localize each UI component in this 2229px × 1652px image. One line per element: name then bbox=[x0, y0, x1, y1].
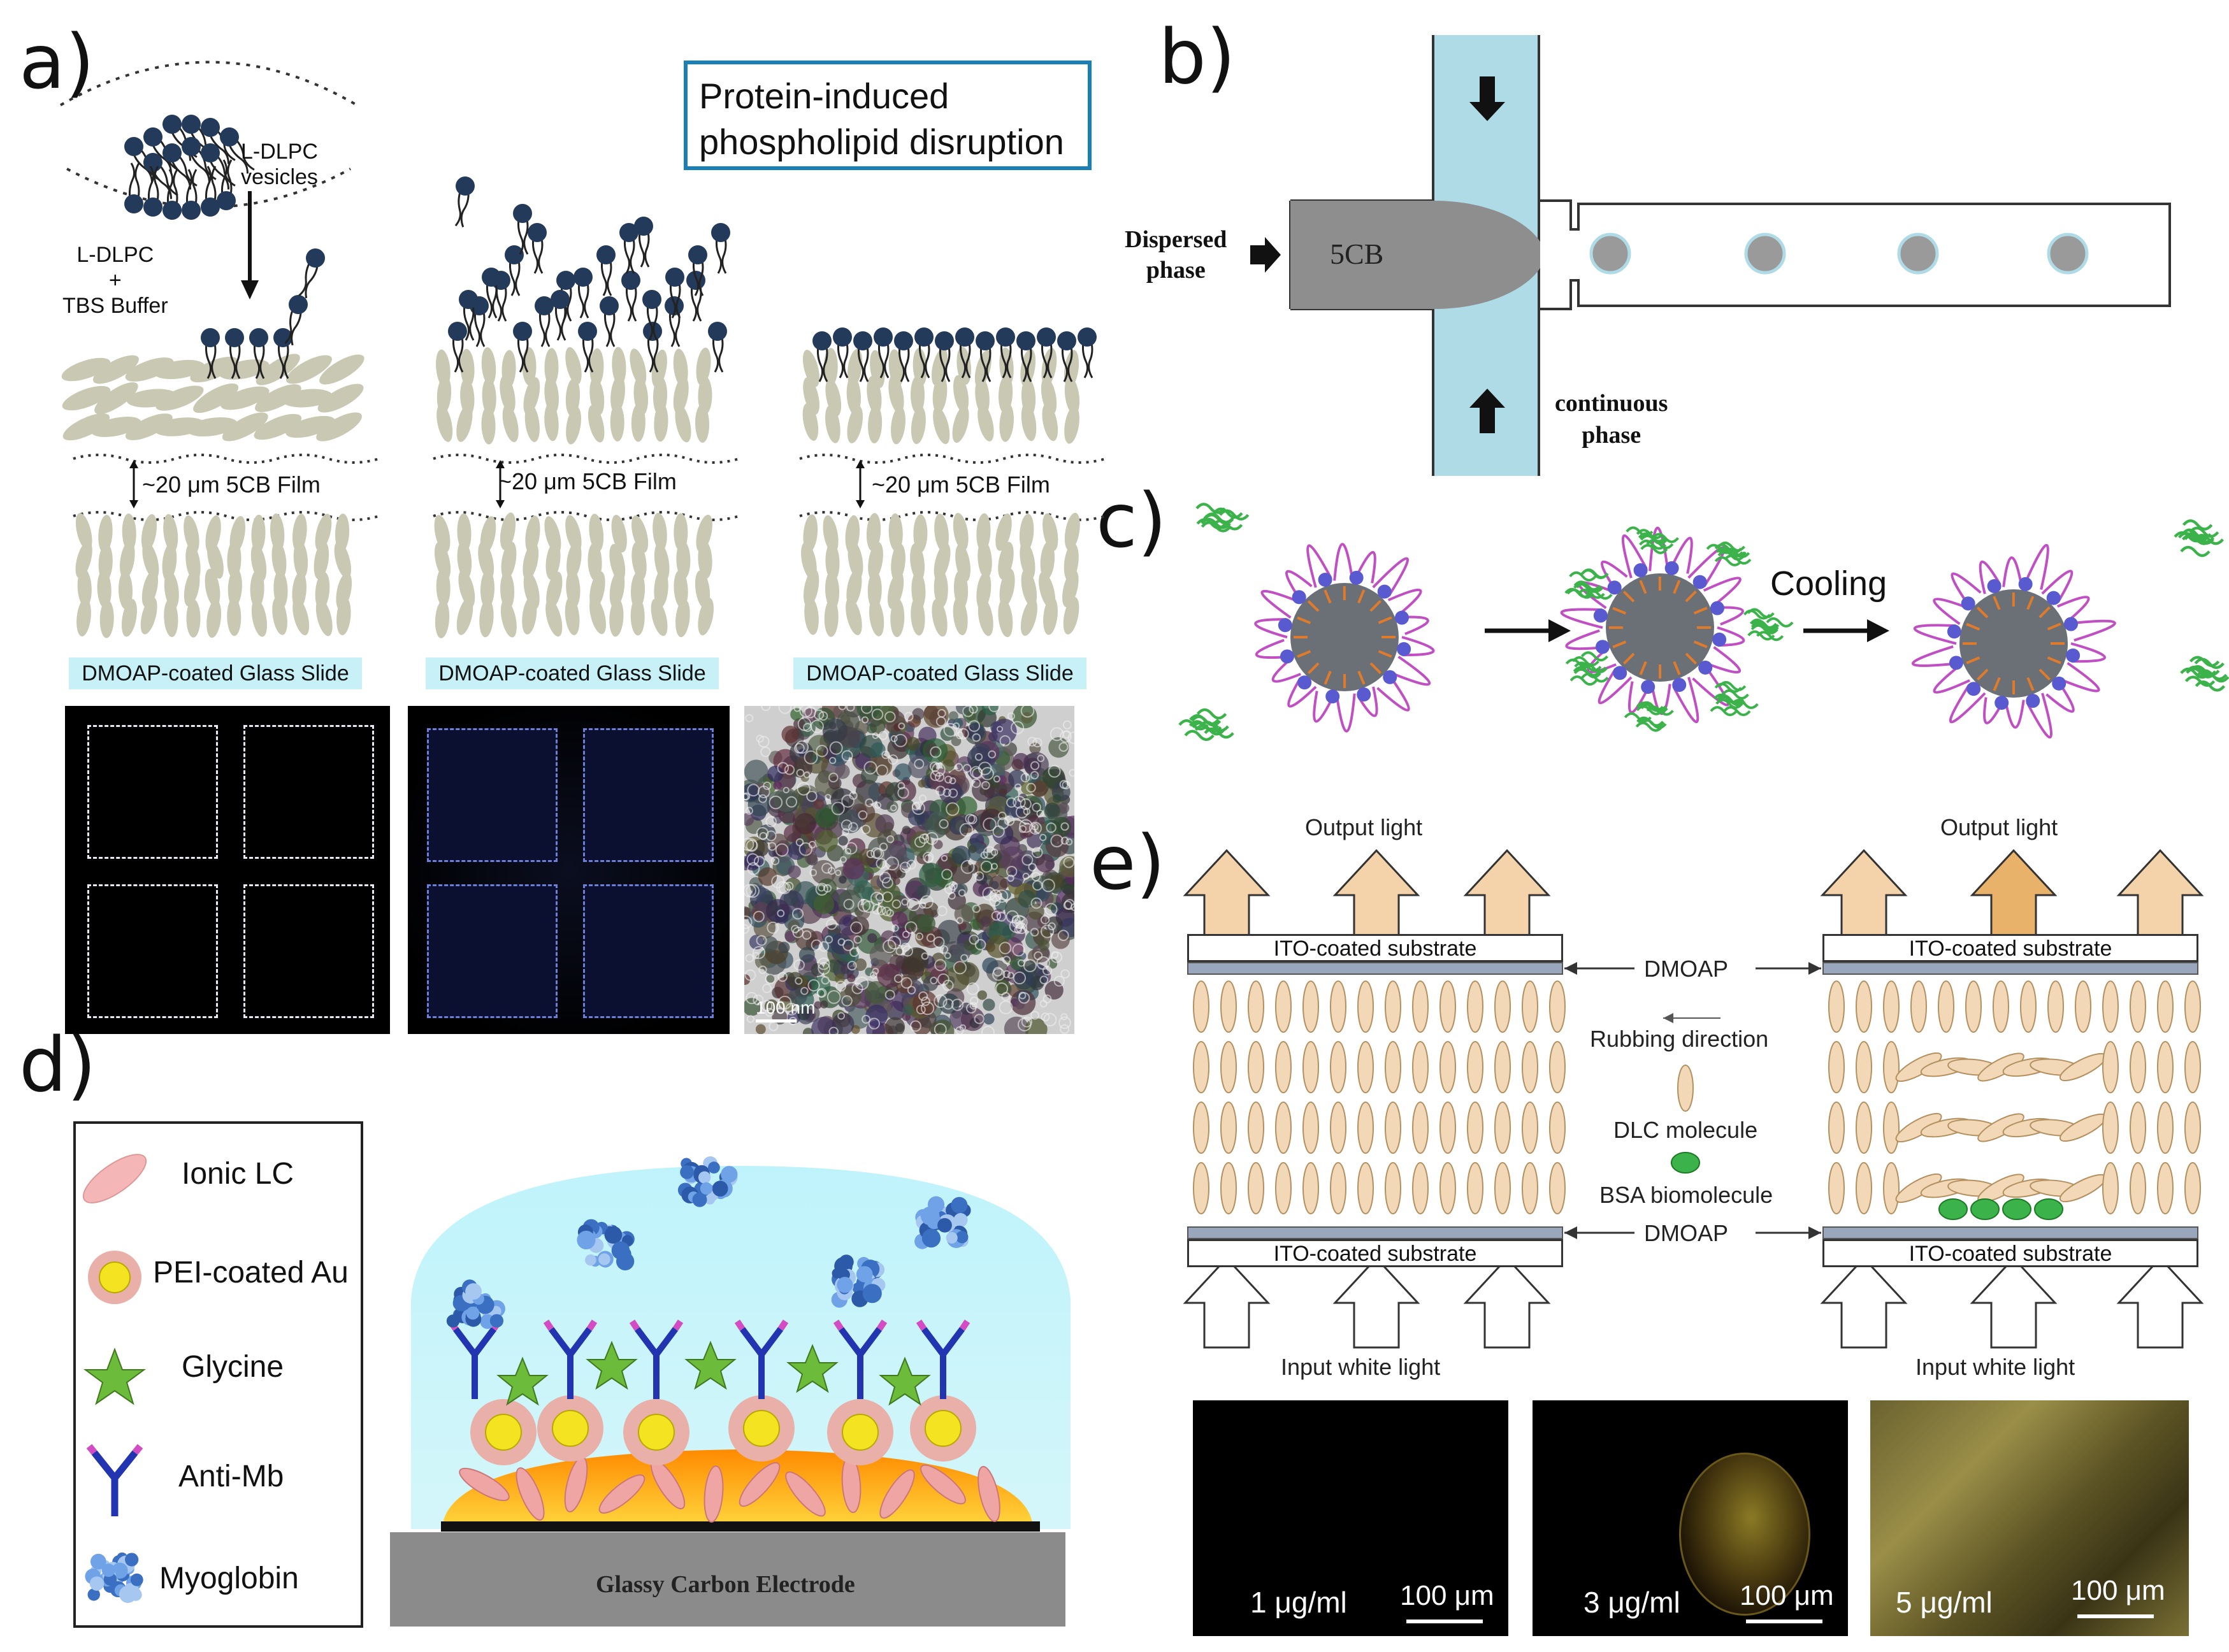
micrograph-1-conc: 1 μg/ml bbox=[1250, 1586, 1347, 1619]
panel-label-a: a) bbox=[19, 18, 95, 106]
legend-label-ionic-lc: Ionic LC bbox=[182, 1157, 294, 1191]
micrograph-1-scalebar bbox=[1406, 1620, 1483, 1623]
dmoap-label-bottom: DMOAP bbox=[1644, 1220, 1729, 1246]
bsa-biomolecule-label: BSA biomolecule bbox=[1599, 1182, 1773, 1208]
film-label-3: ~20 μm 5CB Film bbox=[872, 471, 1050, 498]
ito-top-right: ITO-coated substrate bbox=[1822, 934, 2198, 962]
panel-label-d: d) bbox=[19, 1021, 96, 1109]
dmoap-top-left bbox=[1187, 962, 1563, 975]
dispersed-phase-label: Dispersed phase bbox=[1125, 226, 1227, 284]
film-label-1: ~20 μm 5CB Film bbox=[142, 471, 321, 498]
micrograph-1-scale: 100 μm bbox=[1400, 1580, 1494, 1611]
micrograph-3-conc: 5 μg/ml bbox=[1896, 1586, 1993, 1619]
micrograph-2: 3 μg/ml 100 μm bbox=[1533, 1400, 1848, 1636]
legend-label-pei-au: PEI-coated Au bbox=[153, 1256, 349, 1289]
buffer-label: L-DLPC + TBS Buffer bbox=[62, 243, 168, 318]
rubbing-direction-label: Rubbing direction bbox=[1590, 1026, 1769, 1052]
tem-scale-label: 100 nm bbox=[756, 998, 816, 1017]
micrograph-3-scalebar bbox=[2077, 1614, 2154, 1618]
panel-label-e: e) bbox=[1090, 819, 1165, 907]
dmoap-top-right bbox=[1822, 962, 2198, 975]
micrograph-2-scalebar bbox=[1746, 1620, 1822, 1623]
dmoap-bottom-left bbox=[1187, 1226, 1563, 1239]
droplet-5cb-label: 5CB bbox=[1330, 238, 1384, 270]
pom-image-2 bbox=[408, 706, 730, 1034]
slide-label-2: DMOAP-coated Glass Slide bbox=[426, 657, 719, 689]
title-box: Protein-induced phospholipid disruption bbox=[684, 61, 1092, 170]
continuous-phase-label: continuous phase bbox=[1555, 390, 1668, 449]
input-light-label-right: Input white light bbox=[1915, 1354, 2075, 1380]
vesicles-label: L-DLPC vesicles bbox=[241, 140, 318, 189]
dmoap-bottom-right bbox=[1822, 1226, 2198, 1239]
micrograph-1: 1 μg/ml 100 μm bbox=[1193, 1400, 1508, 1636]
dmoap-label-top: DMOAP bbox=[1644, 956, 1729, 982]
film-label-2: ~20 μm 5CB Film bbox=[498, 468, 677, 494]
tem-scale-bar bbox=[756, 1019, 797, 1023]
electrode-label: Glassy Carbon Electrode bbox=[596, 1571, 855, 1598]
ito-bottom-left: ITO-coated substrate bbox=[1187, 1239, 1563, 1267]
input-light-label-left: Input white light bbox=[1281, 1354, 1441, 1380]
slide-label-1: DMOAP-coated Glass Slide bbox=[69, 657, 362, 689]
ito-bottom-right: ITO-coated substrate bbox=[1822, 1239, 2198, 1267]
pom-image-1 bbox=[65, 706, 390, 1034]
panel-label-c: c) bbox=[1096, 477, 1167, 564]
legend-label-glycine: Glycine bbox=[182, 1350, 284, 1384]
micrograph-2-scale: 100 μm bbox=[1740, 1580, 1834, 1611]
legend-label-anti-mb: Anti-Mb bbox=[178, 1460, 284, 1493]
dlc-molecule-label: DLC molecule bbox=[1613, 1117, 1758, 1143]
slide-label-3: DMOAP-coated Glass Slide bbox=[793, 657, 1086, 689]
ito-top-left: ITO-coated substrate bbox=[1187, 934, 1563, 962]
micrograph-3-scale: 100 μm bbox=[2071, 1575, 2165, 1606]
panel-label-b: b) bbox=[1158, 13, 1236, 101]
legend-label-myoglobin: Myoglobin bbox=[159, 1562, 299, 1595]
cooling-label: Cooling bbox=[1770, 564, 1887, 603]
output-light-label-left: Output light bbox=[1305, 814, 1423, 840]
micrograph-2-conc: 3 μg/ml bbox=[1583, 1586, 1680, 1619]
micrograph-3: 5 μg/ml 100 μm bbox=[1870, 1400, 2189, 1636]
output-light-label-right: Output light bbox=[1940, 814, 2058, 840]
tem-image: 100 nm bbox=[744, 706, 1074, 1034]
